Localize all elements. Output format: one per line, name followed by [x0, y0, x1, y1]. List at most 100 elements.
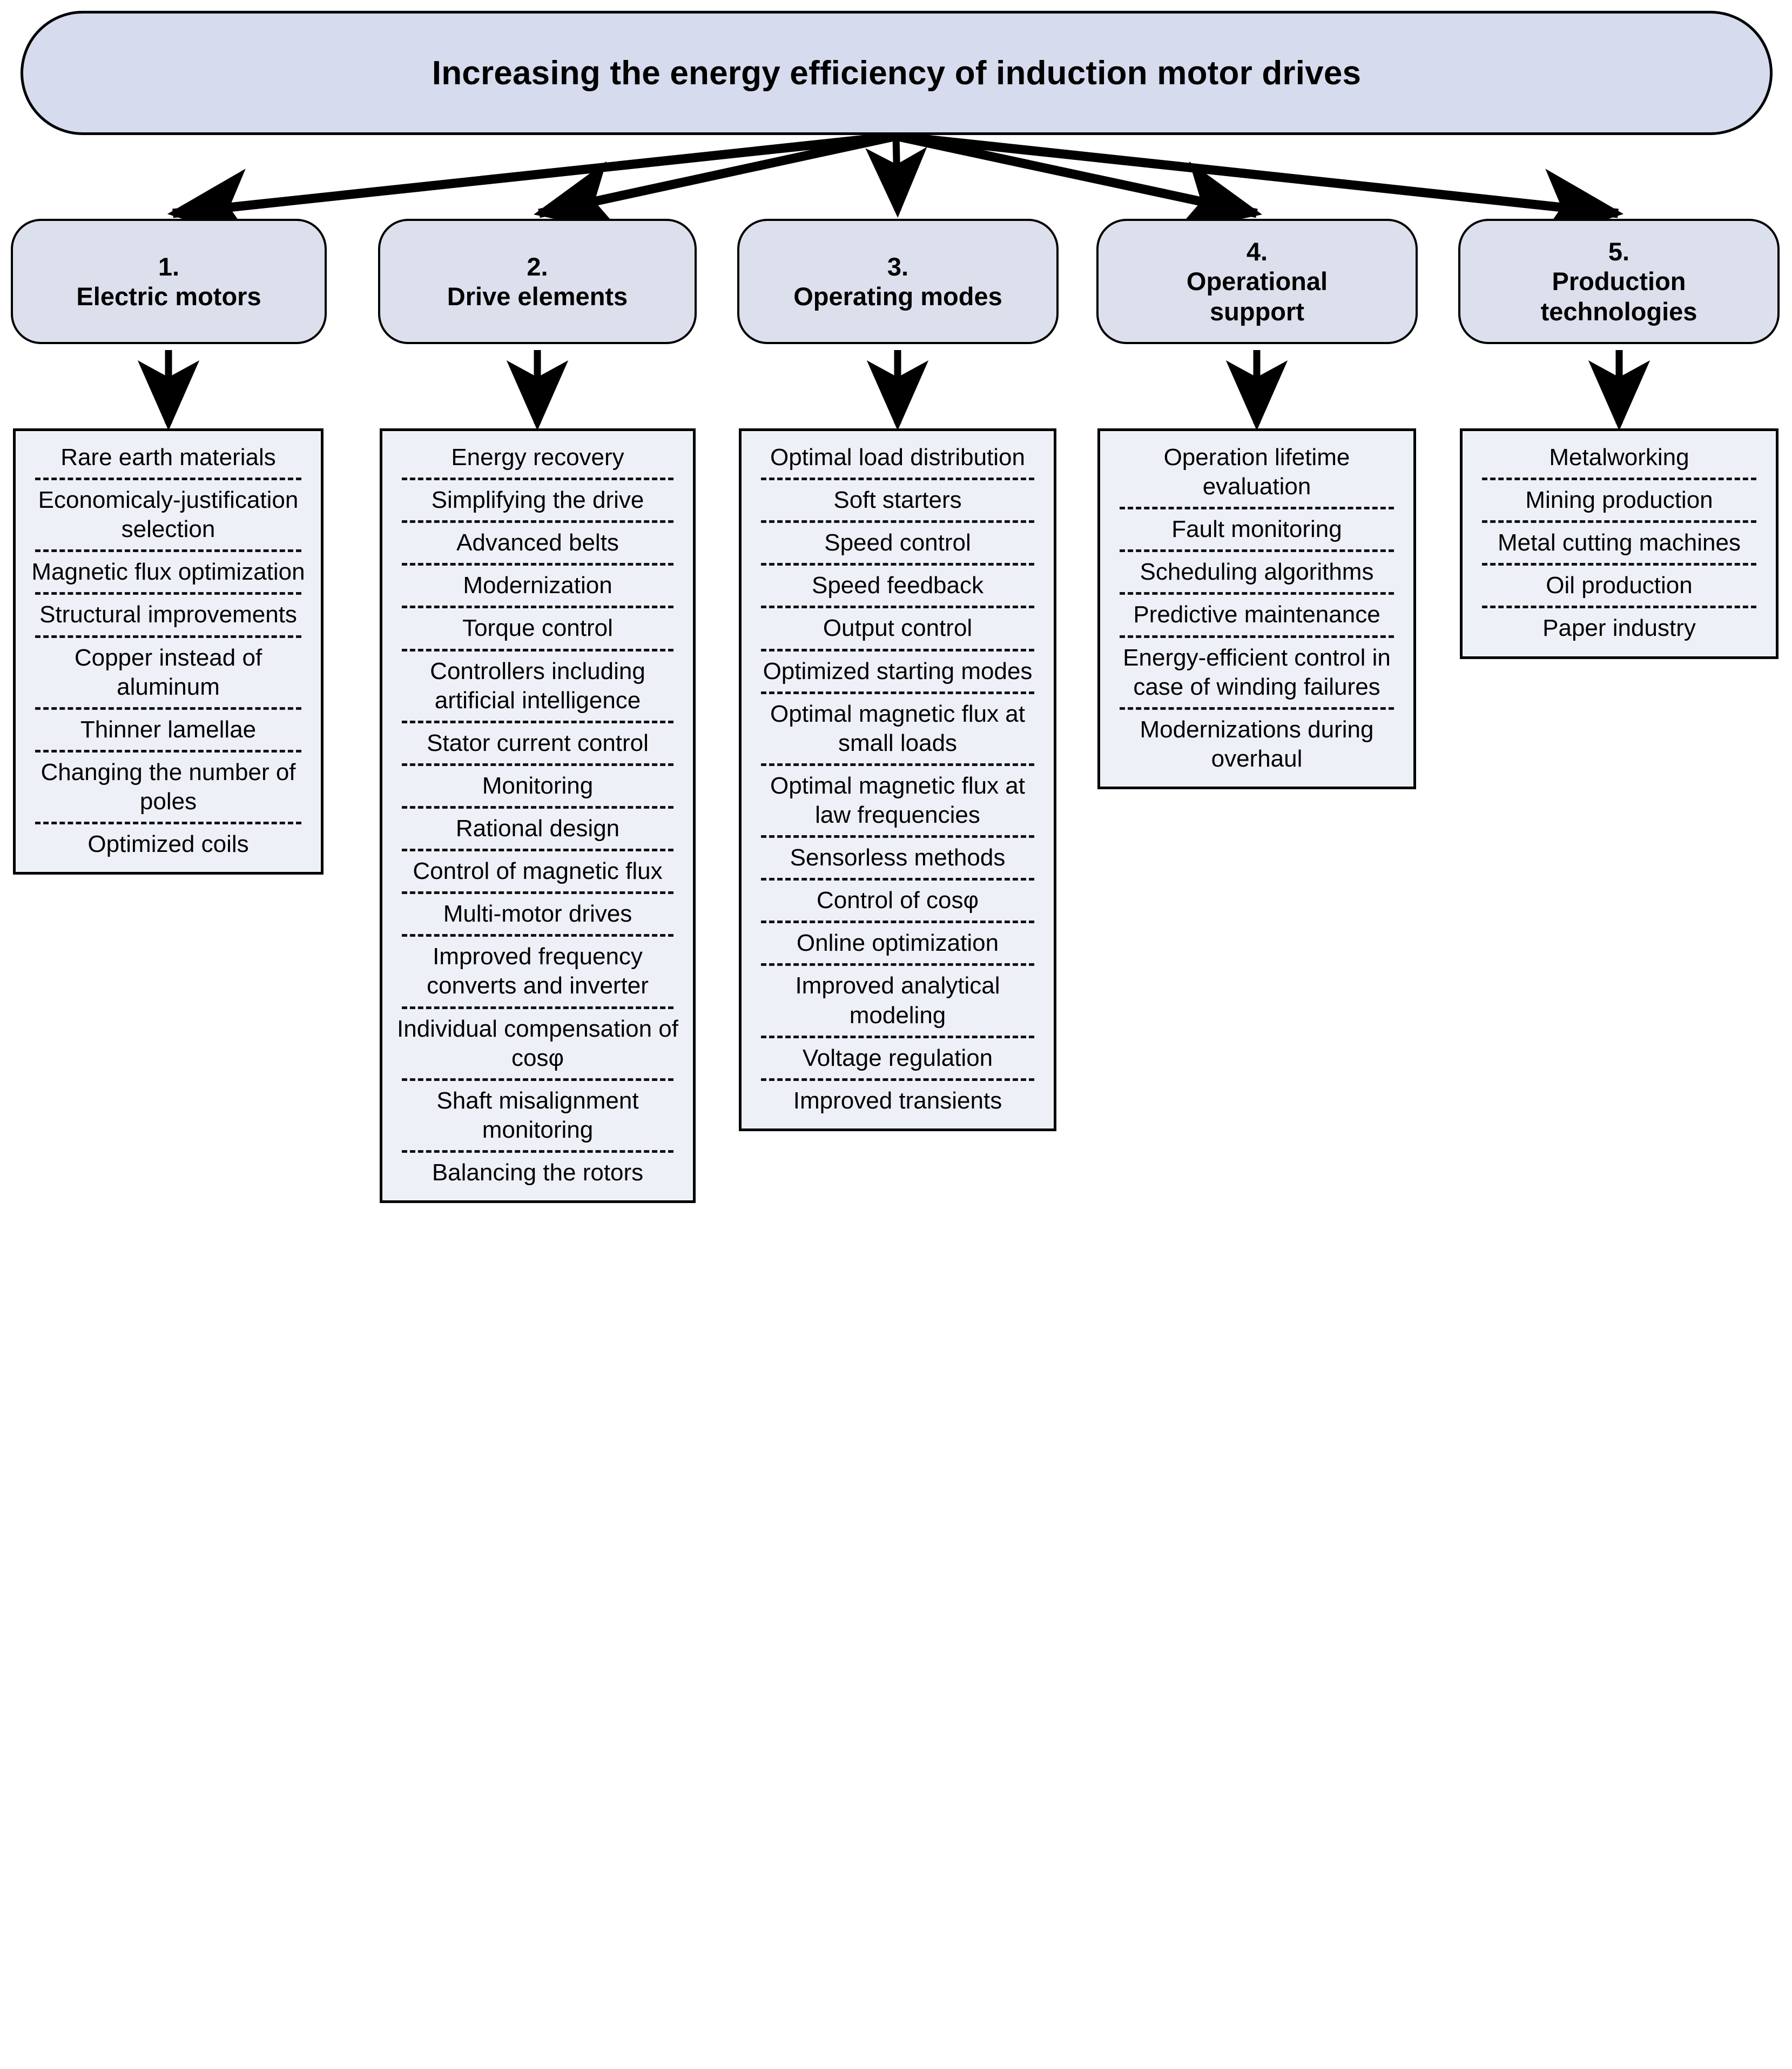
item-separator — [35, 478, 301, 481]
category-header-3: 3. Operating modes — [737, 219, 1059, 344]
item-separator — [402, 763, 673, 766]
list-item: Structural improvements — [39, 601, 297, 628]
list-item: Changing the number of poles — [41, 758, 296, 815]
list-item: Magnetic flux optimization — [31, 559, 305, 586]
item-separator — [761, 1035, 1034, 1038]
item-separator — [402, 1150, 673, 1153]
list-item: Modernizations during overhaul — [1140, 716, 1374, 772]
list-item: Economicaly-justification selection — [38, 487, 299, 543]
item-separator — [402, 720, 673, 723]
item-separator — [402, 1078, 673, 1081]
list-item: Rational design — [455, 815, 620, 842]
list-item: Controllers including artificial intelli… — [430, 657, 645, 714]
list-item: Rare earth materials — [60, 444, 276, 471]
list-item: Control of magnetic flux — [413, 858, 663, 885]
item-separator — [402, 648, 673, 651]
list-item: Simplifying the drive — [431, 487, 644, 514]
category-label-2: Drive elements — [447, 282, 628, 311]
item-separator — [761, 835, 1034, 838]
list-item: Advanced belts — [456, 529, 619, 556]
list-item: Scheduling algorithms — [1140, 559, 1374, 586]
item-separator — [1120, 507, 1394, 510]
list-item: Control of cosφ — [817, 887, 979, 914]
list-item: Fault monitoring — [1171, 516, 1342, 543]
root-title: Increasing the energy efficiency of indu… — [432, 54, 1362, 92]
list-item: Metal cutting machines — [1498, 529, 1741, 556]
list-item: Shaft misalignment monitoring — [436, 1087, 639, 1143]
item-separator — [1120, 635, 1394, 638]
list-item: Improved frequency converts and inverter — [427, 943, 649, 999]
item-separator — [1482, 606, 1756, 609]
category-header-4: 4. Operational support — [1096, 219, 1418, 344]
list-item: Stator current control — [427, 729, 649, 756]
category-header-2: 2. Drive elements — [378, 219, 697, 344]
category-label-5: Production technologies — [1540, 267, 1697, 326]
list-item: Predictive maintenance — [1133, 601, 1380, 628]
item-separator — [1482, 478, 1756, 481]
item-separator — [761, 963, 1034, 966]
item-separator — [761, 648, 1034, 651]
list-item: Optimal magnetic flux at law frequencies — [770, 772, 1025, 828]
list-item: Operation lifetime evaluation — [1163, 444, 1350, 500]
item-separator — [761, 606, 1034, 609]
item-separator — [402, 563, 673, 566]
item-separator — [761, 691, 1034, 694]
list-item: Energy recovery — [451, 444, 624, 471]
list-item: Modernization — [463, 572, 612, 599]
item-separator — [35, 822, 301, 825]
list-item: Metalworking — [1549, 444, 1689, 471]
list-item: Soft starters — [833, 487, 962, 514]
category-number-2: 2. — [527, 252, 548, 281]
list-item: Output control — [823, 615, 973, 642]
item-separator — [402, 805, 673, 809]
item-separator — [402, 520, 673, 523]
category-header-1: 1. Electric motors — [11, 219, 327, 344]
item-separator — [761, 921, 1034, 924]
root-to-category-arrows — [167, 131, 1624, 242]
list-item: Copper instead of aluminum — [74, 644, 262, 700]
item-separator — [402, 934, 673, 937]
list-item: Energy-efficient control in case of wind… — [1123, 644, 1391, 700]
list-item: Paper industry — [1542, 615, 1696, 642]
list-item: Speed control — [824, 529, 971, 556]
list-item: Speed feedback — [811, 572, 984, 599]
list-item: Optimized coils — [87, 831, 249, 858]
list-item: Optimal magnetic flux at small loads — [770, 700, 1025, 756]
item-separator — [402, 478, 673, 481]
list-item: Multi-motor drives — [443, 901, 632, 928]
list-item: Improved analytical modeling — [795, 972, 1000, 1029]
category-to-list-arrows — [137, 350, 1650, 431]
list-item: Oil production — [1546, 572, 1693, 599]
list-item: Individual compensation of cosφ — [397, 1015, 678, 1071]
item-separator — [402, 891, 673, 895]
item-separator — [1482, 563, 1756, 566]
item-separator — [402, 606, 673, 609]
item-separator — [761, 878, 1034, 881]
item-separator — [761, 563, 1034, 566]
list-item: Improved transients — [793, 1087, 1002, 1114]
list-item: Mining production — [1525, 487, 1713, 514]
item-separator — [35, 749, 301, 753]
category-label-3: Operating modes — [793, 282, 1002, 311]
list-item: Torque control — [462, 615, 613, 642]
item-separator — [1120, 707, 1394, 710]
item-separator — [761, 520, 1034, 523]
category-number-5: 5. — [1608, 237, 1630, 266]
item-separator — [1482, 520, 1756, 523]
item-separator — [402, 849, 673, 852]
item-separator — [35, 549, 301, 553]
category-number-4: 4. — [1246, 237, 1268, 266]
list-item: Monitoring — [482, 772, 594, 799]
item-separator — [35, 635, 301, 638]
category-number-1: 1. — [158, 252, 180, 281]
item-separator — [1120, 549, 1394, 553]
item-separator — [402, 1006, 673, 1009]
list-item: Thinner lamellae — [80, 716, 257, 743]
item-separator — [35, 592, 301, 595]
item-separator — [761, 478, 1034, 481]
